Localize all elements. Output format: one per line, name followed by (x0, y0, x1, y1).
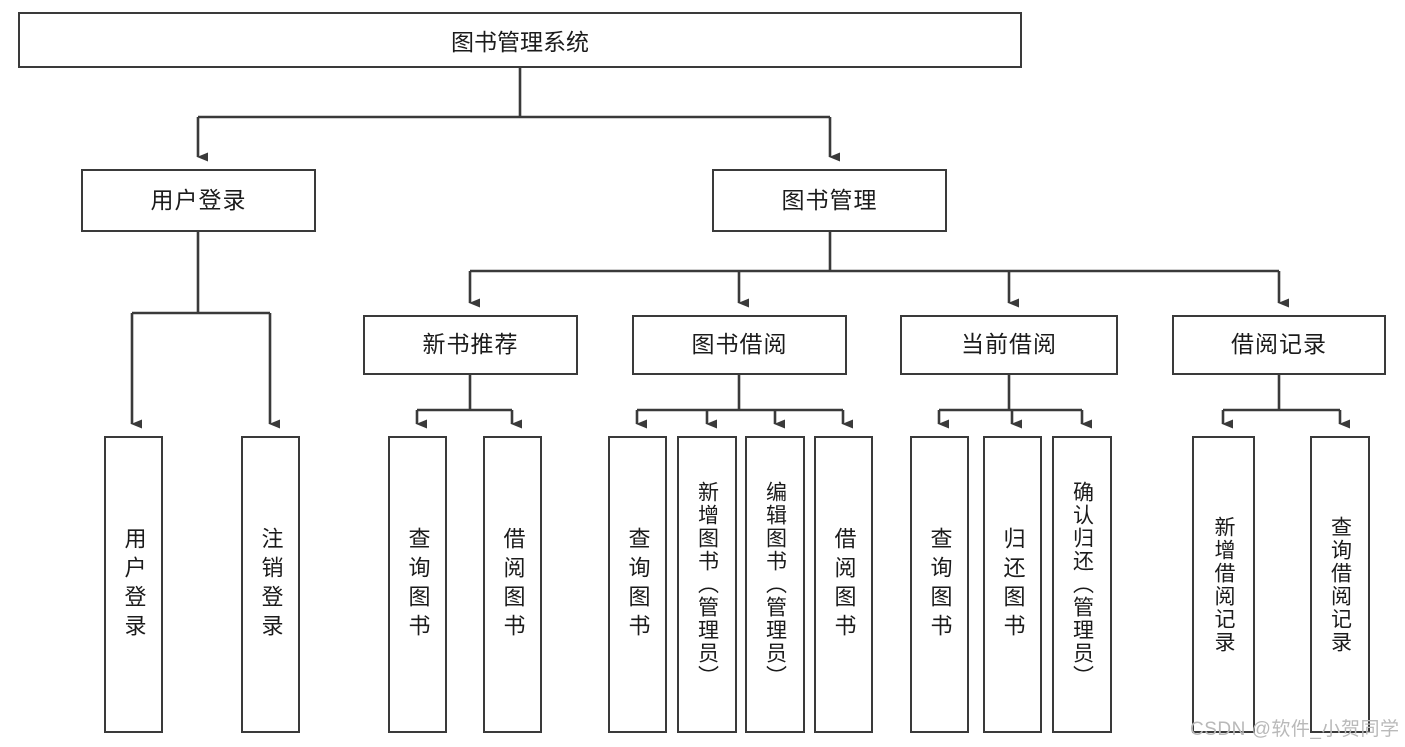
node-leaf-query-book-1-label: 查询图书 (405, 526, 431, 643)
node-leaf-add-record-label: 新增借阅记录 (1212, 515, 1235, 654)
node-book-borrow-label: 图书借阅 (691, 331, 788, 358)
node-current-borrow-label: 当前借阅 (961, 331, 1057, 358)
node-leaf-borrow-book-2[interactable]: 借阅图书 (814, 436, 873, 733)
node-leaf-add-record[interactable]: 新增借阅记录 (1192, 436, 1255, 733)
node-current-borrow[interactable]: 当前借阅 (900, 315, 1118, 375)
node-leaf-query-book-2-label: 查询图书 (625, 526, 651, 643)
node-root[interactable]: 图书管理系统 (18, 12, 1022, 68)
node-leaf-query-book-2[interactable]: 查询图书 (608, 436, 667, 733)
node-leaf-user-login[interactable]: 用户登录 (104, 436, 163, 733)
node-leaf-query-book-3[interactable]: 查询图书 (910, 436, 969, 733)
node-new-book-recommend[interactable]: 新书推荐 (363, 315, 578, 375)
node-leaf-query-book-3-label: 查询图书 (927, 526, 953, 643)
node-book-manage-label: 图书管理 (781, 186, 878, 213)
node-leaf-borrow-book-1-label: 借阅图书 (500, 526, 526, 643)
node-leaf-query-book-1[interactable]: 查询图书 (388, 436, 447, 733)
node-leaf-query-record-label: 查询借阅记录 (1328, 515, 1352, 654)
node-leaf-user-login-label: 用户登录 (121, 526, 147, 643)
watermark: CSDN @软件_小贺同学 (1190, 719, 1400, 740)
node-leaf-add-book-label: 新增图书（管理员） (695, 481, 719, 688)
node-borrow-record-label: 借阅记录 (1231, 331, 1327, 358)
node-user-login-label: 用户登录 (150, 186, 247, 213)
node-book-borrow[interactable]: 图书借阅 (632, 315, 847, 375)
node-leaf-confirm-return-label: 确认归还（管理员） (1070, 481, 1094, 688)
node-leaf-edit-book-label: 编辑图书（管理员） (763, 481, 787, 688)
node-book-manage[interactable]: 图书管理 (712, 169, 947, 232)
node-leaf-borrow-book-2-label: 借阅图书 (831, 526, 857, 643)
node-leaf-borrow-book-1[interactable]: 借阅图书 (483, 436, 542, 733)
node-user-login[interactable]: 用户登录 (81, 169, 316, 232)
node-leaf-confirm-return[interactable]: 确认归还（管理员） (1052, 436, 1112, 733)
node-leaf-add-book[interactable]: 新增图书（管理员） (677, 436, 737, 733)
node-leaf-return-book[interactable]: 归还图书 (983, 436, 1042, 733)
node-leaf-edit-book[interactable]: 编辑图书（管理员） (745, 436, 805, 733)
node-leaf-return-book-label: 归还图书 (1000, 526, 1026, 643)
node-leaf-query-record[interactable]: 查询借阅记录 (1310, 436, 1370, 733)
node-root-label: 图书管理系统 (451, 29, 589, 55)
node-borrow-record[interactable]: 借阅记录 (1172, 315, 1386, 375)
node-leaf-logout[interactable]: 注销登录 (241, 436, 300, 733)
node-new-book-recommend-label: 新书推荐 (422, 331, 519, 358)
node-leaf-logout-label: 注销登录 (258, 526, 284, 643)
